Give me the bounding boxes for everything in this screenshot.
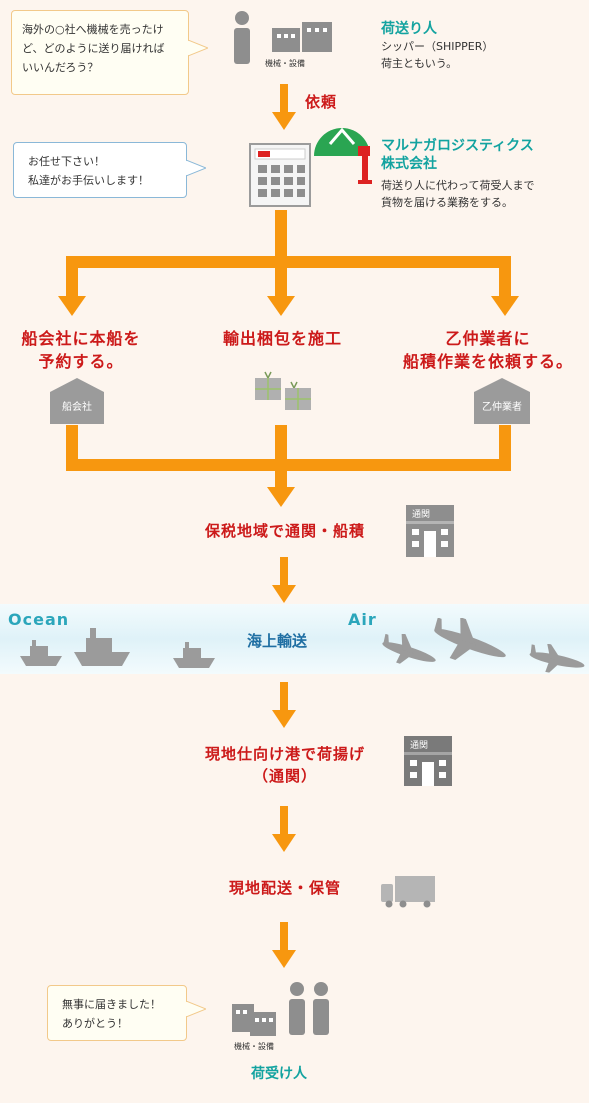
consignee-bubble-line2: ありがとう！ <box>62 1017 128 1030</box>
air-label: Air <box>348 610 377 629</box>
airplane-icon <box>382 634 436 664</box>
down-arrow-icon <box>272 806 296 852</box>
bubble-tail-icon <box>186 1001 206 1018</box>
bubble-tail-icon <box>188 40 208 57</box>
branch-shipping-label: 船会社に本船を 予約する。 <box>0 327 162 373</box>
down-arrow-icon <box>272 682 296 728</box>
unload-line1: 現地仕向け港で荷揚げ <box>204 745 365 763</box>
unload-label: 現地仕向け港で荷揚げ （通関） <box>180 743 390 787</box>
shipper-desc-line2: 荷主ともいう。 <box>381 57 458 70</box>
factory-icon <box>272 22 332 52</box>
shipper-goods-label: 機械・設備 <box>265 59 305 68</box>
shipper-speech-bubble: 海外の○社へ機械を売ったけ ど、どのように送り届ければ いいんだろう？ <box>11 10 189 95</box>
consignee-title: 荷受け人 <box>251 1066 307 1082</box>
branch-shipping-line1: 船会社に本船を <box>21 329 141 348</box>
branch-arrows <box>58 210 519 316</box>
consignee-bubble-line1: 無事に届きました！ <box>62 998 161 1011</box>
branch-shipping-line2: 予約する。 <box>38 352 124 371</box>
truck-icon <box>381 876 435 908</box>
company-logo-icon <box>314 127 372 184</box>
consignee-speech-bubble: 無事に届きました！ ありがとう！ <box>47 985 187 1041</box>
stevedore-house-label: 乙仲業者 <box>482 402 522 413</box>
company-desc-line2: 貨物を届ける業務をする。 <box>381 196 513 209</box>
customs-building-label: 通関 <box>412 510 431 520</box>
ship-icon <box>173 642 215 668</box>
factory-icon <box>232 1004 276 1036</box>
shipper-bubble-line2: ど、どのように送り届ければ <box>22 42 165 55</box>
company-desc-line1: 荷送り人に代わって荷受人まで <box>381 179 535 192</box>
consignee-goods-label: 機械・設備 <box>234 1042 274 1051</box>
transport-title: 海上輸送 <box>247 632 308 650</box>
company-bubble-line2: 私達がお手伝いします！ <box>28 174 149 187</box>
ocean-label: Ocean <box>8 610 70 629</box>
branch-stevedore-label: 乙仲業者に 船積作業を依頼する。 <box>388 327 588 373</box>
branch-stevedore-line1: 乙仲業者に <box>445 329 531 348</box>
person-icon <box>289 982 305 1035</box>
shipping-company-house-icon: 船会社 <box>50 378 104 424</box>
company-desc: 荷送り人に代わって荷受人まで 貨物を届ける業務をする。 <box>381 177 534 211</box>
branch-stevedore-line2: 船積作業を依頼する。 <box>402 352 573 371</box>
ship-icon <box>74 628 130 666</box>
company-bubble-line1: お任せ下さい！ <box>28 155 105 168</box>
request-label: 依頼 <box>305 93 338 111</box>
branch-packing-line1: 輸出梱包を施工 <box>222 329 342 348</box>
bubble-tail-icon <box>186 160 206 177</box>
stevedore-house-icon: 乙仲業者 <box>474 378 530 424</box>
shipper-desc-line1: シッパー（SHIPPER） <box>381 40 494 53</box>
company-building-icon <box>249 143 311 207</box>
customs-building-icon: 通関 <box>402 505 458 557</box>
shipper-bubble-line3: いいんだろう？ <box>22 61 99 74</box>
branch-packing-label: 輸出梱包を施工 <box>205 327 360 350</box>
customs-export-label: 保税地域で通関・船積 <box>204 522 365 540</box>
merge-arrows <box>66 425 511 507</box>
down-arrow-icon <box>272 84 296 130</box>
company-speech-bubble: お任せ下さい！ 私達がお手伝いします！ <box>13 142 187 198</box>
company-title-line1: マルナガロジスティクス <box>381 138 534 154</box>
airplane-icon <box>529 644 585 673</box>
shipper-title: 荷送り人 <box>381 21 437 37</box>
customs-building-label: 通関 <box>410 741 429 751</box>
company-title-line2: 株式会社 <box>381 156 437 172</box>
customs-building-icon: 通関 <box>400 736 456 786</box>
shipper-desc: シッパー（SHIPPER） 荷主ともいう。 <box>381 38 493 72</box>
unload-line2: （通関） <box>252 767 317 785</box>
shipper-bubble-line1: 海外の○社へ機械を売ったけ <box>22 23 164 36</box>
shipping-company-house-label: 船会社 <box>62 402 92 413</box>
ship-icon <box>20 640 62 666</box>
packing-crates-icon <box>255 371 311 410</box>
delivery-label: 現地配送・保管 <box>228 879 341 897</box>
company-title: マルナガロジスティクス 株式会社 <box>381 137 534 173</box>
person-icon <box>234 11 250 64</box>
airplane-icon <box>434 618 506 660</box>
person-icon <box>313 982 329 1035</box>
down-arrow-icon <box>272 557 296 603</box>
down-arrow-icon <box>272 922 296 968</box>
